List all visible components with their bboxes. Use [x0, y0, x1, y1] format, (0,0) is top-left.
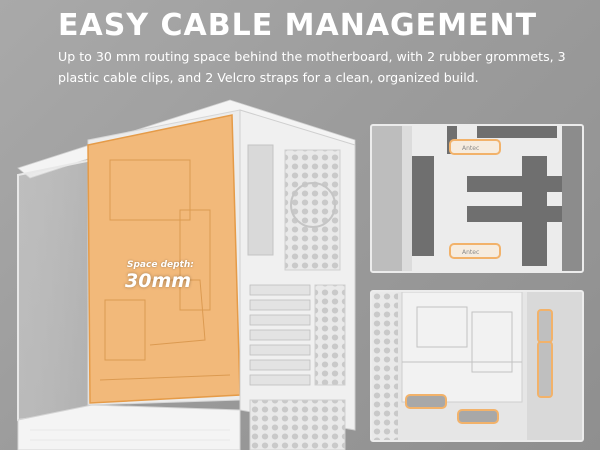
space-depth-label: Space depth:	[127, 260, 194, 270]
grommets-straps-illustration	[372, 292, 582, 440]
clip-brand-text-bottom: Antec	[462, 249, 479, 256]
feature-description: Up to 30 mm routing space behind the mot…	[58, 49, 566, 85]
page-title: EASY CABLE MANAGEMENT	[58, 8, 538, 43]
space-depth-value: 30mm	[125, 270, 192, 292]
pc-case-illustration	[17, 99, 356, 450]
clip-brand-text-top: Antec	[462, 145, 479, 152]
cable-clips-illustration: Antec Antec	[372, 126, 582, 271]
inset-grommets-straps-photo	[370, 290, 584, 442]
inset-cable-clips-photo: Antec Antec	[370, 124, 584, 273]
